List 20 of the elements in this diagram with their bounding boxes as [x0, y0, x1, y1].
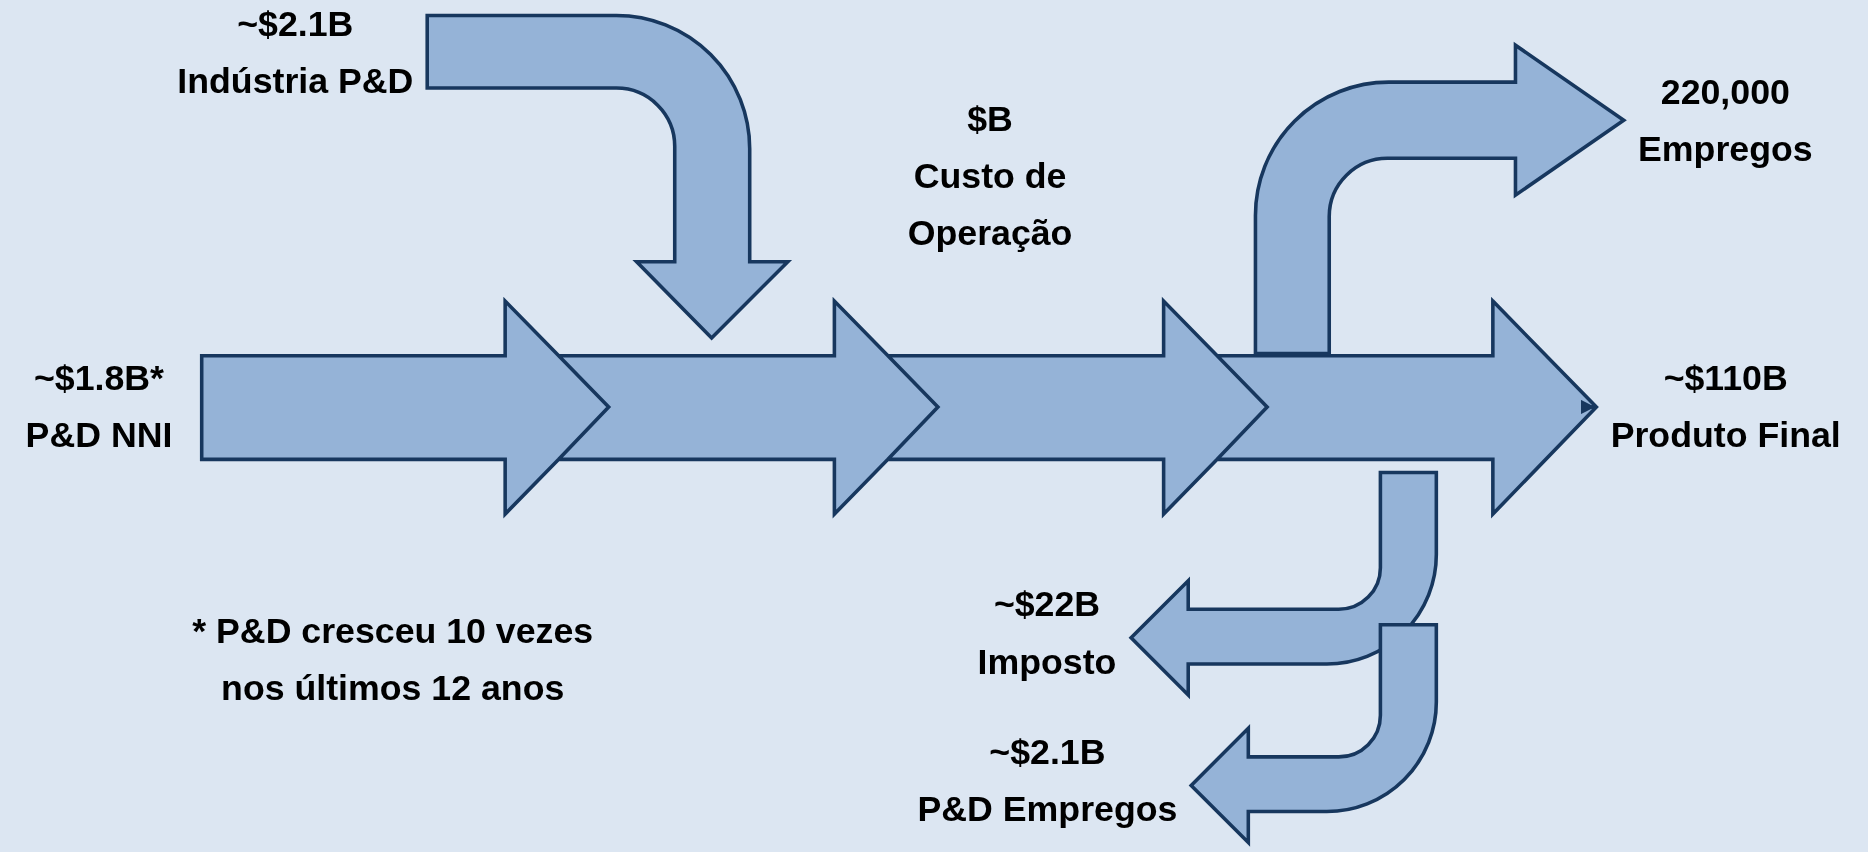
caption-label: P&D Empregos: [917, 787, 1178, 831]
block-arrow: [1129, 470, 1439, 697]
block-arrow: [1253, 43, 1626, 356]
caption-label: Custo de Operação: [906, 154, 1074, 255]
caption-label: Indústria P&D: [177, 59, 414, 102]
value-label: ~$1.8B*: [32, 357, 165, 400]
value-label: ~$110B: [1662, 357, 1789, 400]
value-label: 220,000: [1659, 70, 1791, 113]
value-label: ~$22B: [992, 583, 1102, 626]
block-arrow: [199, 296, 1599, 519]
footnote: * P&D cresceu 10 vezes nos últimos 12 anos: [191, 609, 595, 709]
value-label: $B: [966, 97, 1014, 141]
block-arrow: [425, 13, 790, 340]
caption-label: Imposto: [977, 640, 1117, 683]
value-label: ~$2.1B: [988, 730, 1107, 774]
block-arrow: [1189, 622, 1439, 845]
caption-label: Empregos: [1638, 127, 1813, 170]
caption-label: Produto Final: [1610, 414, 1841, 457]
value-label: ~$2.1B: [236, 2, 355, 45]
caption-label: P&D NNI: [25, 414, 173, 457]
